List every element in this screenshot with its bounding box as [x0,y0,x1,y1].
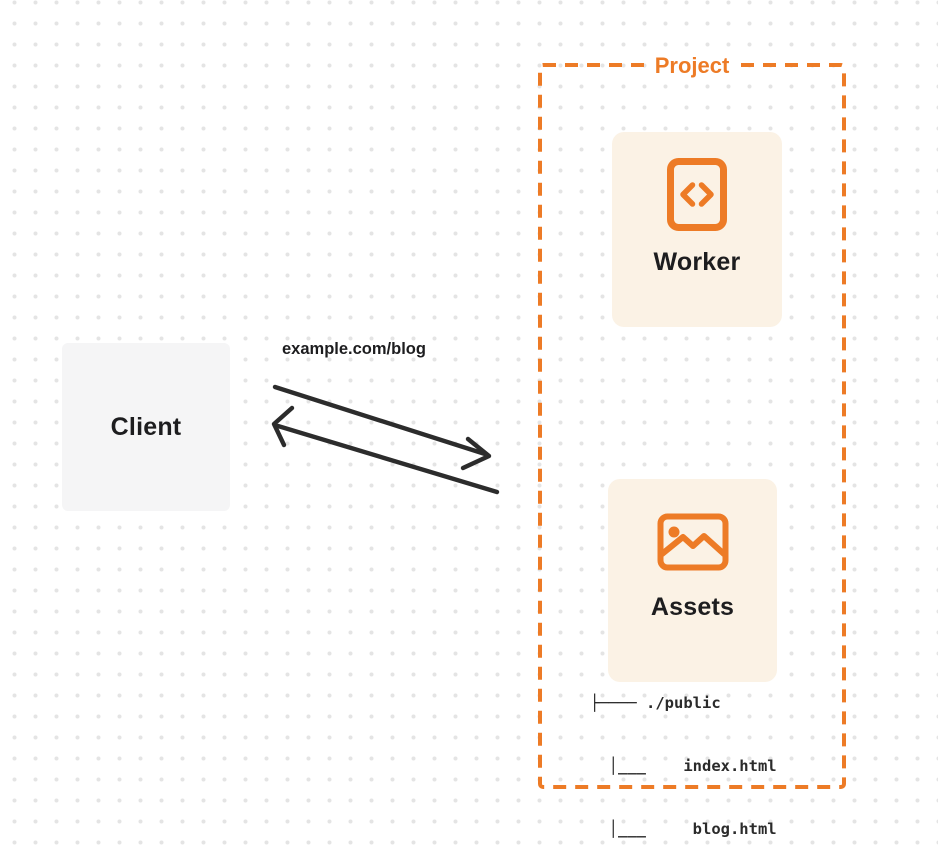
project-dashed-border [538,63,846,789]
project-box: Project Worker Assets ├──── ./public │__… [538,53,846,838]
project-label: Project [649,53,735,79]
tree-line: ├──── ./public [590,694,721,712]
assets-label: Assets [650,593,735,621]
request-arrow [272,384,492,471]
code-document-icon [667,158,727,231]
client-box: Client [62,343,230,511]
assets-card: Assets [608,479,777,682]
worker-card: Worker [612,132,782,327]
tree-line: │___ index.html [590,757,777,775]
worker-label: Worker [653,248,741,276]
assets-file-tree: ├──── ./public │___ index.html │___ blog… [590,651,777,860]
response-arrow [271,405,500,495]
request-response-arrows [271,384,500,495]
image-icon [657,513,728,571]
request-url-label: example.com/blog [282,340,426,358]
client-label: Client [110,412,182,441]
tree-line: │___ blog.html [590,820,777,838]
